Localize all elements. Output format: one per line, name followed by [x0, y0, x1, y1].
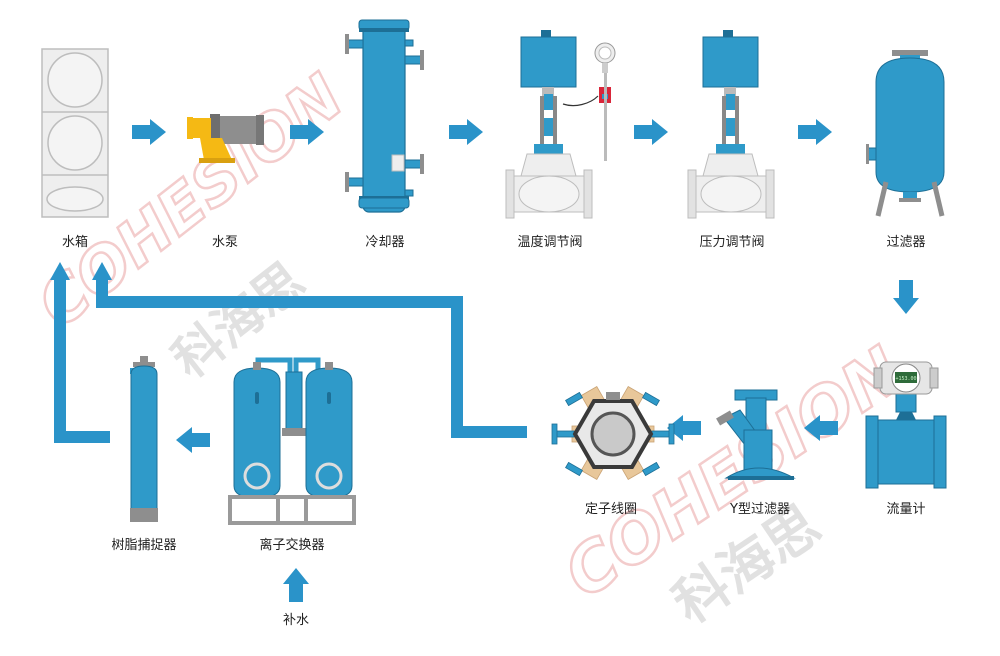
- flow-arrow-ionexchanger-resin: [176, 427, 210, 453]
- ion-exchanger-frame: [228, 495, 356, 525]
- stator-coil: [551, 386, 675, 480]
- resin-catcher-base: [130, 508, 158, 522]
- flowmeter-reading: +153.00: [895, 376, 916, 382]
- cooler-shell: [362, 23, 406, 213]
- return-pipe-stator-to-tank: [96, 278, 527, 438]
- flow-arrow-flowmeter-yfilter: [804, 415, 838, 441]
- pressure-control-valve: [687, 30, 775, 219]
- pump-base: [200, 138, 232, 160]
- flowmeter: +153.00: [865, 361, 947, 489]
- label-cooler: 冷却器: [365, 235, 404, 250]
- label-stator-coil: 定子线圈: [585, 502, 637, 517]
- return-pipe-resin-to-tank: [54, 278, 110, 443]
- flow-arrow-cooler-tempvalve: [449, 119, 483, 145]
- flowmeter-display: [895, 372, 917, 383]
- equipment-labels: 水箱 水泵 冷却器 温度调节阀 压力调节阀 过滤器 流量计 Y型过滤器 定子线圈…: [62, 234, 926, 628]
- flow-arrow-yfilter-stator: [667, 415, 701, 441]
- flowmeter-pipe-body: [875, 419, 937, 485]
- temp-sensor-probe: [604, 73, 607, 161]
- label-temp-valve: 温度调节阀: [517, 234, 582, 250]
- ion-exchanger-manhole: [243, 462, 271, 490]
- filter-leg: [875, 181, 889, 217]
- water-tank-panel-ellipse: [46, 186, 104, 212]
- label-y-filter: Y型过滤器: [729, 502, 790, 517]
- filter-vessel: [866, 50, 945, 217]
- label-ion-exchanger: 离子交换器: [259, 537, 324, 553]
- resin-catcher: [130, 356, 158, 522]
- stator-coil-core: [590, 411, 636, 457]
- filter-leg: [931, 181, 945, 217]
- pump-head: [193, 118, 211, 138]
- cooler-nozzle-right-top: [404, 55, 422, 65]
- label-pressure-valve: 压力调节阀: [699, 235, 764, 250]
- pressure-valve-actuator: [702, 36, 759, 88]
- y-filter-body: [743, 429, 773, 473]
- cooler-nozzle-right-bottom: [404, 159, 422, 169]
- ion-exchanger-manhole: [315, 462, 343, 490]
- flow-arrow-tank-pump: [132, 119, 166, 145]
- flow-arrow-makeup-water: [283, 568, 309, 602]
- water-tank-panel-circle: [47, 52, 103, 108]
- flow-arrow-tempvalve-pressurevalve: [634, 119, 668, 145]
- watermark-brand-cn-top: 科海思: [162, 251, 316, 389]
- label-water-pump: 水泵: [212, 235, 238, 250]
- cooler: [345, 19, 424, 213]
- resin-return-arrowhead: [50, 262, 70, 280]
- water-tank-panel-circle: [47, 115, 103, 171]
- label-flowmeter: 流量计: [886, 502, 925, 517]
- return-pipe-arrowhead: [92, 262, 112, 280]
- pump-motor-housing: [218, 116, 258, 144]
- filter-vessel-body: [875, 57, 945, 193]
- y-type-filter: [716, 389, 796, 480]
- flow-arrow-pump-cooler: [290, 119, 324, 145]
- cooler-nozzle-left-top: [346, 39, 364, 49]
- flow-arrows: [132, 119, 919, 602]
- water-tank: [41, 48, 109, 218]
- temp-valve-actuator: [520, 36, 577, 88]
- water-pump: [187, 114, 264, 163]
- temp-sensor-cable: [562, 95, 599, 107]
- cooler-nozzle-left-bottom: [346, 177, 364, 187]
- flow-arrow-filter-flowmeter: [893, 280, 919, 314]
- flow-arrow-pressurevalve-filter: [798, 119, 832, 145]
- ion-exchanger: [228, 357, 356, 525]
- label-water-tank: 水箱: [62, 234, 88, 250]
- temp-valve-actuator-cap: [541, 30, 551, 38]
- label-makeup-water: 补水: [283, 613, 309, 628]
- label-filter: 过滤器: [886, 235, 925, 250]
- label-resin-catcher: 树脂捕捉器: [111, 537, 176, 553]
- resin-catcher-body: [130, 365, 158, 511]
- temperature-control-valve: [505, 30, 616, 219]
